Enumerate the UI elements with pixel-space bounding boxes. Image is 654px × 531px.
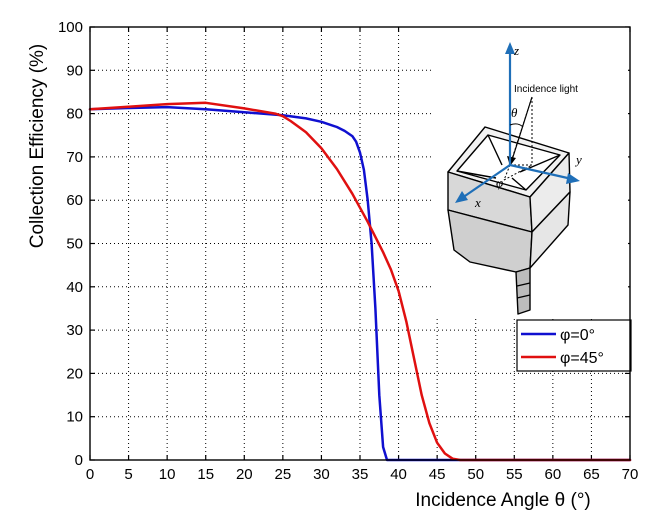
- y-tick-label: 30: [66, 322, 83, 339]
- y-axis-title: Collection Efficiency (%): [27, 44, 48, 249]
- legend-label-phi-0: φ=0°: [560, 327, 595, 344]
- theta-arc: [509, 123, 524, 128]
- x-tick-label: 55: [506, 466, 523, 483]
- x-tick-label: 50: [467, 466, 484, 483]
- y-tick-label: 60: [66, 192, 83, 209]
- x-tick-label: 25: [275, 466, 292, 483]
- x-tick-label: 15: [197, 466, 214, 483]
- theta-label: θ: [511, 105, 518, 120]
- x-tick-label: 65: [583, 466, 600, 483]
- x-tick-label: 20: [236, 466, 253, 483]
- y-axis-label: y: [574, 152, 582, 167]
- series-line-1: [88, 101, 632, 462]
- inset-illustration: z y x θ φ Incidence light: [432, 27, 628, 317]
- coordinate-axes: [455, 42, 580, 203]
- x-tick-label: 70: [622, 466, 639, 483]
- x-tick-label: 5: [124, 466, 132, 483]
- y-tick-label: 0: [75, 452, 83, 469]
- x-tick-label: 0: [86, 466, 94, 483]
- incidence-light-label: Incidence light: [514, 84, 578, 95]
- x-tick-label: 30: [313, 466, 330, 483]
- x-tick-label: 60: [545, 466, 562, 483]
- y-tick-label: 80: [66, 106, 83, 123]
- x-tick-label: 40: [390, 466, 407, 483]
- y-tick-label: 100: [58, 19, 83, 36]
- z-axis-label: z: [513, 43, 519, 58]
- x-tick-label: 35: [352, 466, 369, 483]
- y-tick-label: 10: [66, 409, 83, 426]
- y-tick-label: 50: [66, 236, 83, 253]
- phi-label: φ: [496, 175, 503, 190]
- y-tick-label: 70: [66, 149, 83, 166]
- x-tick-label: 45: [429, 466, 446, 483]
- y-tick-label: 90: [66, 62, 83, 79]
- series-layer: [88, 101, 632, 462]
- legend-label-phi-45: φ=45°: [560, 350, 604, 367]
- legend-box: [516, 319, 632, 372]
- x-tick-label: 10: [159, 466, 176, 483]
- axis-tick-labels: 0 5 10 15 20 25 30 35 40 45 50 55 60 65 70 0 10 20 30 40 50 6…: [58, 19, 638, 483]
- x-axis-label: x: [474, 195, 481, 210]
- series-line-0: [88, 105, 632, 462]
- y-tick-label: 20: [66, 365, 83, 382]
- legend: φ=0° φ=45°: [516, 319, 632, 372]
- y-tick-label: 40: [66, 279, 83, 296]
- x-axis-title: Incidence Angle θ (°): [415, 490, 591, 511]
- inset-construction-lines: [503, 96, 533, 181]
- plot-frame: [89, 26, 631, 461]
- concentrator-body-illustration: [447, 126, 571, 315]
